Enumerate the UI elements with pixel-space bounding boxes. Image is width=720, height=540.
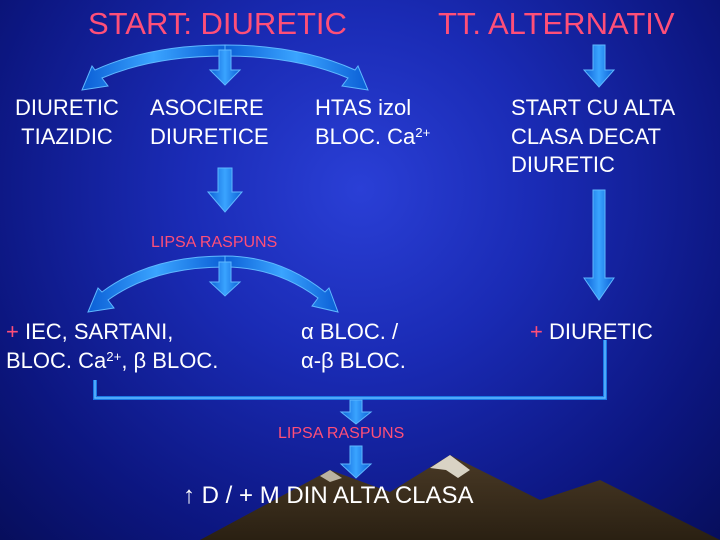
add2-line1: α BLOC. / [301,319,399,344]
label-no-response-1: LIPSA RASPUNS [151,234,278,251]
arrow-right-top [582,44,616,88]
add1-line2: BLOC. Ca2+, β BLOC. [6,347,218,376]
option-start-other-class: START CU ALTA CLASA DECAT DIURETIC [511,94,675,180]
arrow-bottom-1 [339,399,373,425]
title-start-diuretic: START: DIURETIC [88,6,347,41]
option-combined-diuretics: ASOCIERE DIURETICE [150,94,269,151]
mountain-illustration [200,455,720,540]
plus-sign-3: + [530,319,543,344]
option-htas-line2-main: BLOC. Ca [315,123,416,149]
option-htas-line2: BLOC. Ca2+ [315,123,430,152]
add1-calcium-superscript: 2+ [106,348,122,364]
option-combo-line1: ASOCIERE [150,95,264,120]
arrow-mid-right-curve [224,255,339,313]
option-htas-line1: HTAS izol [315,95,412,120]
arrow-mid-center [208,261,242,297]
option-thiazide-line1: DIURETIC [15,95,119,120]
option-alpha-blockers: α BLOC. / α-β BLOC. [301,318,406,375]
arrow-right-long [583,189,615,301]
option-thiazide-line2: TIAZIDIC [21,123,113,149]
option-thiazide-diuretic: DIURETIC TIAZIDIC [4,94,130,151]
add1-line1: + IEC, SARTANI, [6,318,218,347]
option-alt-line3: DIURETIC [511,152,615,178]
arrow-top-right-curve [224,44,369,91]
arrow-bottom-2 [339,445,373,479]
up-arrow-icon: ↑ [183,482,195,509]
arrow-mid-left-curve [87,255,226,313]
add1-line1-text: IEC, SARTANI, [18,319,174,344]
add2-line2: α-β BLOC. [301,347,406,373]
arrow-top-left-curve [81,44,226,91]
arrow-top-center [208,49,242,86]
plus-sign-1: + [6,319,19,344]
option-add-diuretic: + DIURETIC [530,318,653,347]
bottom-bracket [93,340,607,400]
option-alt-line1: START CU ALTA [511,95,676,120]
add3-text: DIURETIC [542,319,653,344]
final-recommendation: ↑ D / + M DIN ALTA CLASA [183,480,474,511]
final-text: D / + M DIN ALTA CLASA [195,482,474,509]
option-isolated-htas: HTAS izol BLOC. Ca2+ [315,94,430,151]
add1-line2-a: BLOC. Ca [6,347,107,373]
arrow-asociere-down [206,167,244,213]
add1-line2-b: , β BLOC. [121,347,219,373]
option-combo-line2: DIURETICE [150,123,269,149]
calcium-superscript: 2+ [415,124,431,140]
label-no-response-2: LIPSA RASPUNS [278,425,405,442]
option-alt-line2: CLASA DECAT [511,123,661,149]
title-alternative-treatment: TT. ALTERNATIV [438,6,675,41]
option-add-iec-sartans: + IEC, SARTANI, BLOC. Ca2+, β BLOC. [6,318,218,375]
